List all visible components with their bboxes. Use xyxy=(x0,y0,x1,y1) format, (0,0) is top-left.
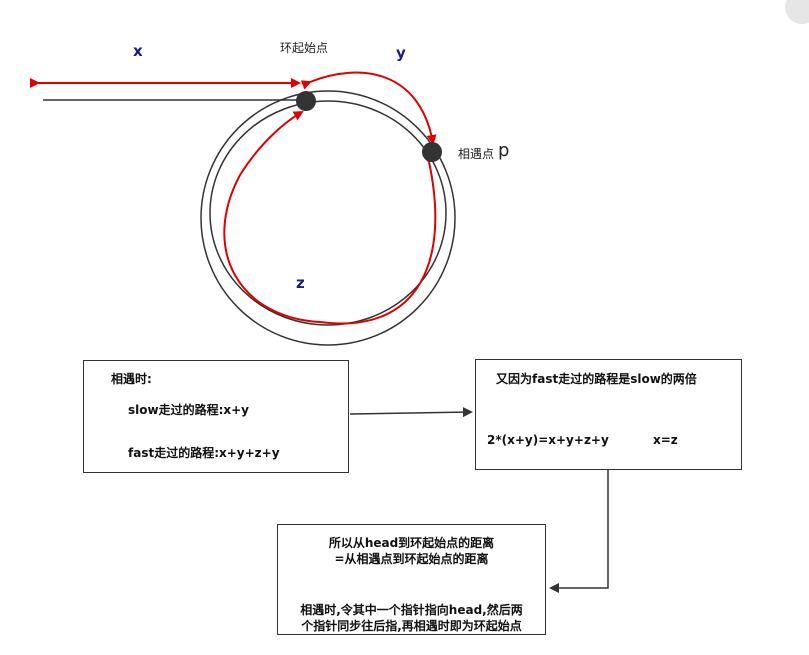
meet-point-node xyxy=(422,142,442,162)
conclusion-line-1: 所以从head到环起始点的距离 xyxy=(328,536,495,550)
conclusion-box: 所以从head到环起始点的距离 =从相遇点到环起始点的距离 相遇时,令其中一个指… xyxy=(277,524,546,635)
double-distance-box: 又因为fast走过的路程是slow的两倍 2*(x+y)=x+y+z+y x=z xyxy=(475,359,742,470)
connector-double-to-conclusion xyxy=(549,469,609,593)
conclusion-line-3: 相遇时,令其中一个指针指向head,然后两 xyxy=(300,603,523,617)
label-x: x xyxy=(133,42,143,60)
cycle-outer xyxy=(200,90,456,346)
label-meet-point-letter: p xyxy=(498,140,510,161)
label-cycle-start: 环起始点 xyxy=(280,41,329,55)
conclusion-line-2: =从相遇点到环起始点的距离 xyxy=(334,552,489,566)
meet-summary-box: 相遇时: slow走过的路程:x+y fast走过的路程:x+y+z+y xyxy=(83,360,349,473)
cycle-inner xyxy=(209,100,447,326)
label-z: z xyxy=(296,274,305,292)
z-arrow xyxy=(223,111,437,325)
conclusion-line-4: 个指针同步往后指,再相遇时即为环起始点 xyxy=(301,619,522,633)
label-meet-point: 相遇点 xyxy=(458,147,495,161)
double-box-title: 又因为fast走过的路程是slow的两倍 xyxy=(496,372,697,386)
meet-box-fast-line: fast走过的路程:x+y+z+y xyxy=(128,446,280,460)
label-y: y xyxy=(396,44,406,62)
meet-box-title: 相遇时: xyxy=(111,372,152,386)
cycle-start-node xyxy=(296,91,316,111)
y-arrow xyxy=(300,71,437,145)
double-box-result: x=z xyxy=(653,433,678,447)
connector-meet-to-double xyxy=(349,407,473,418)
double-box-equation: 2*(x+y)=x+y+z+y xyxy=(487,433,609,447)
meet-box-slow-line: slow走过的路程:x+y xyxy=(128,403,250,417)
